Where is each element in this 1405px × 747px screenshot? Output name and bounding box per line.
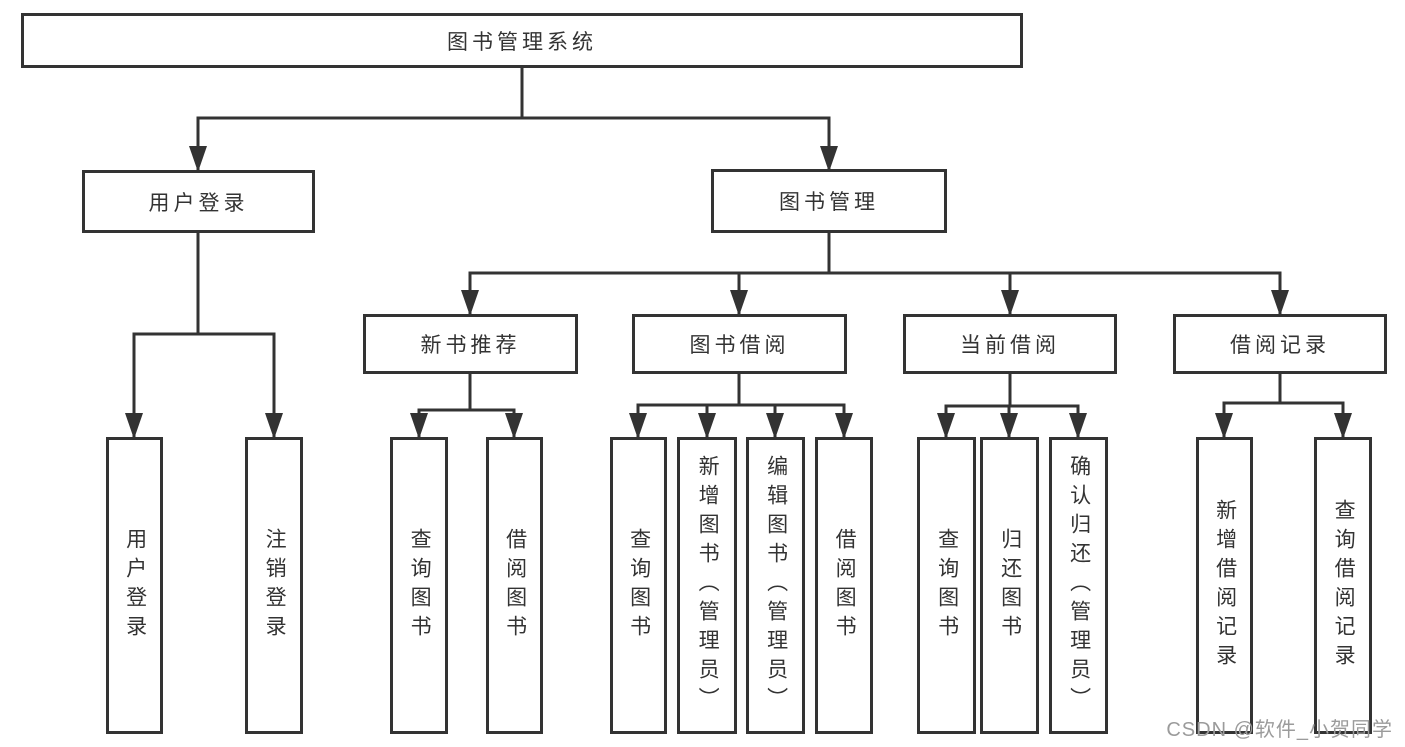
connector-root-split (196, 66, 831, 120)
connector-bookmgmt-split (468, 231, 1282, 275)
leaf-logout: 注销登录 (245, 437, 303, 734)
leaf-borrow-edit-books-admin: 编辑图书（管理员） (746, 437, 805, 734)
leaf-borrow-query-books-label: 查询图书 (627, 527, 651, 644)
leaf-current-return-books-label: 归还图书 (998, 527, 1022, 644)
leaf-current-confirm-return-admin: 确认归还（管理员） (1049, 437, 1108, 734)
connector-newbook-split (417, 372, 516, 412)
node-book-management: 图书管理 (711, 169, 947, 233)
node-book-borrowing: 图书借阅 (632, 314, 847, 374)
csdn-watermark: CSDN @软件_小贺同学 (1166, 719, 1393, 741)
leaf-newbook-query-books: 查询图书 (390, 437, 448, 734)
leaf-logout-label: 注销登录 (263, 527, 287, 644)
leaf-records-add-record: 新增借阅记录 (1196, 437, 1253, 734)
leaf-borrow-add-books-admin: 新增图书（管理员） (677, 437, 737, 734)
leaf-user-login-label: 用户登录 (123, 527, 147, 644)
leaf-records-add-record-label: 新增借阅记录 (1213, 498, 1237, 673)
leaf-borrow-query-books: 查询图书 (610, 437, 667, 734)
leaf-current-query-books: 查询图书 (917, 437, 976, 734)
node-root: 图书管理系统 (21, 13, 1023, 68)
leaf-borrow-add-books-admin-label: 新增图书（管理员） (696, 455, 720, 716)
leaf-borrow-borrow-books: 借阅图书 (815, 437, 873, 734)
leaf-user-login: 用户登录 (106, 437, 163, 734)
node-book-borrowing-label: 图书借阅 (689, 334, 790, 357)
node-root-label: 图书管理系统 (447, 30, 597, 54)
leaf-borrow-edit-books-admin-label: 编辑图书（管理员） (764, 455, 788, 716)
connector-borrow-split (636, 372, 846, 407)
node-new-book-recommend: 新书推荐 (363, 314, 578, 374)
leaf-newbook-borrow-books: 借阅图书 (486, 437, 543, 734)
leaf-current-confirm-return-admin-label: 确认归还（管理员） (1067, 455, 1091, 716)
connector-userlogin-split (132, 231, 276, 336)
node-user-login: 用户登录 (82, 170, 315, 233)
leaf-borrow-borrow-books-label: 借阅图书 (833, 527, 857, 644)
leaf-newbook-borrow-books-label: 借阅图书 (503, 527, 527, 644)
node-book-management-label: 图书管理 (779, 191, 879, 214)
leaf-newbook-query-books-label: 查询图书 (408, 527, 432, 644)
leaf-current-return-books: 归还图书 (980, 437, 1039, 734)
leaf-records-query-record: 查询借阅记录 (1314, 437, 1372, 734)
node-current-borrowing: 当前借阅 (903, 314, 1117, 374)
leaf-records-query-record-label: 查询借阅记录 (1332, 498, 1356, 673)
node-current-borrowing-label: 当前借阅 (960, 334, 1060, 357)
node-borrowing-records-label: 借阅记录 (1230, 334, 1330, 357)
node-borrowing-records: 借阅记录 (1173, 314, 1387, 374)
connector-current-split (944, 372, 1080, 408)
connector-records-split (1222, 372, 1345, 405)
node-user-login-label: 用户登录 (148, 191, 249, 215)
node-new-book-recommend-label: 新书推荐 (420, 334, 521, 357)
leaf-current-query-books-label: 查询图书 (935, 527, 959, 644)
